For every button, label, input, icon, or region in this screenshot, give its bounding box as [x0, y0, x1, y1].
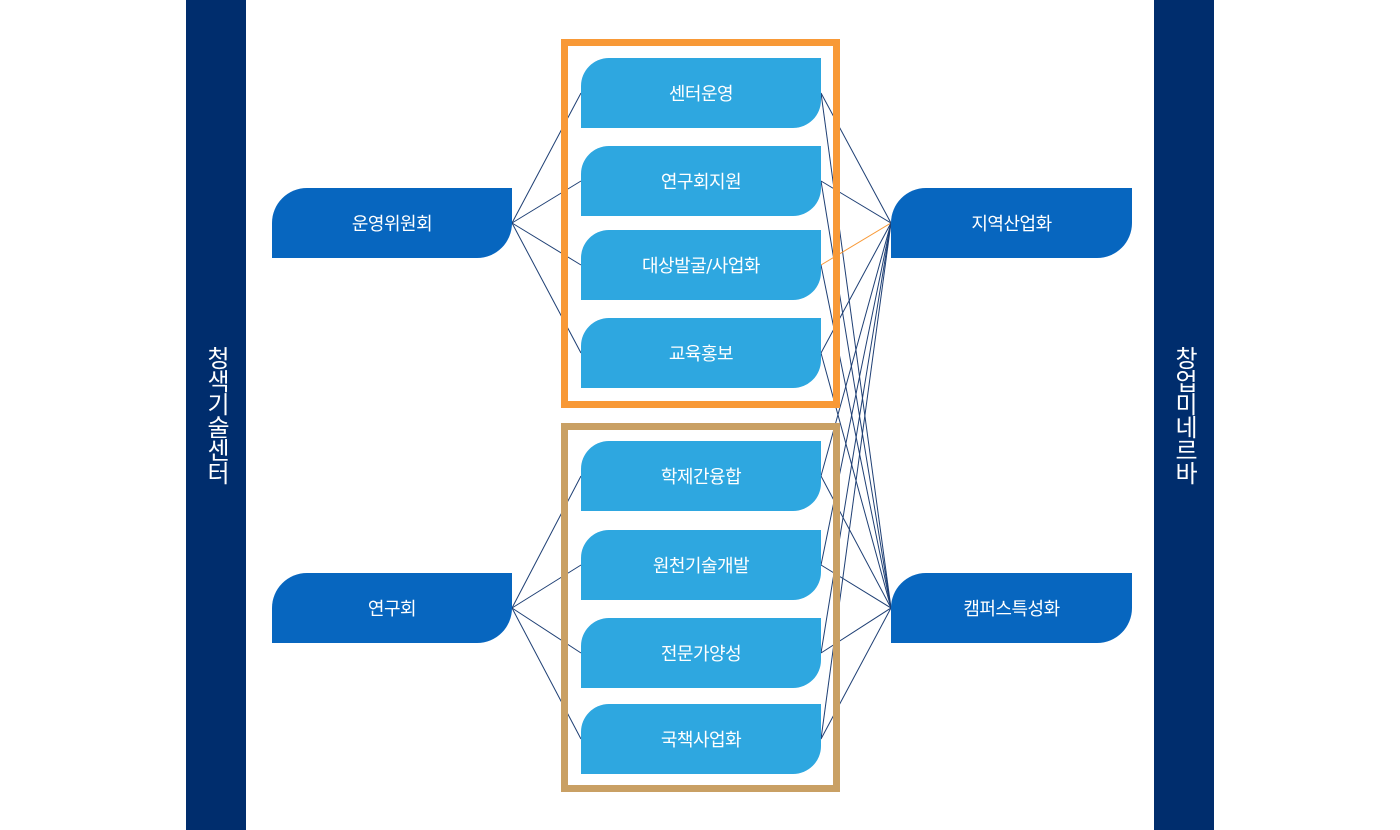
- group-frame-bottom: [561, 423, 840, 792]
- right-sidebar-label: 창업미네르바: [1170, 346, 1198, 484]
- node-regional-industrialization: 지역산업화: [891, 188, 1132, 258]
- node-label: 대상발굴/사업화: [642, 256, 760, 277]
- connector-line: [820, 222, 892, 740]
- node-campus-specialization: 캠퍼스특성화: [891, 573, 1132, 643]
- connector-line: [820, 222, 892, 654]
- node-interdisciplinary: 학제간융합: [581, 441, 821, 511]
- node-research-society: 연구회: [272, 573, 512, 643]
- connector-line: [511, 564, 582, 609]
- connector-line: [820, 607, 892, 654]
- node-national-project: 국책사업화: [581, 704, 821, 774]
- node-label: 원천기술개발: [652, 556, 750, 577]
- right-sidebar: 창업미네르바: [1154, 0, 1214, 830]
- connector-line-highlight: [820, 222, 892, 266]
- node-operating-committee: 운영위원회: [272, 188, 512, 258]
- node-expert-training: 전문가양성: [581, 618, 821, 688]
- group-frame-top: [561, 39, 840, 408]
- node-label: 학제간융합: [660, 467, 742, 488]
- node-label: 캠퍼스특성화: [963, 599, 1060, 620]
- connector-line: [820, 222, 892, 566]
- node-label: 전문가양성: [660, 644, 742, 665]
- connector-line: [820, 222, 892, 477]
- connector-line: [511, 607, 582, 654]
- node-society-support: 연구회지원: [581, 146, 821, 216]
- connector-line: [511, 475, 582, 609]
- node-label: 지역산업화: [971, 214, 1052, 235]
- node-label: 연구회: [367, 599, 417, 620]
- connector-line: [511, 222, 582, 354]
- node-label: 교육홍보: [668, 344, 734, 365]
- connector-line: [820, 180, 892, 224]
- node-label: 센터운영: [668, 84, 734, 105]
- node-label: 연구회지원: [660, 172, 742, 193]
- connector-line: [511, 92, 582, 224]
- left-sidebar-label: 청색기술센터: [202, 346, 230, 484]
- connector-line: [820, 475, 892, 609]
- node-discovery-commercialization: 대상발굴/사업화: [581, 230, 821, 300]
- connector-line: [820, 92, 892, 224]
- connector-line: [511, 607, 582, 740]
- node-education-promotion: 교육홍보: [581, 318, 821, 388]
- left-sidebar: 청색기술센터: [186, 0, 246, 830]
- node-label: 운영위원회: [351, 214, 433, 235]
- connector-line: [820, 564, 892, 609]
- node-label: 국책사업화: [660, 730, 742, 751]
- connector-line: [511, 222, 582, 266]
- connector-line: [820, 222, 892, 354]
- connector-line: [511, 180, 582, 224]
- node-center-operation: 센터운영: [581, 58, 821, 128]
- connector-line: [820, 607, 892, 740]
- node-source-technology: 원천기술개발: [581, 530, 821, 600]
